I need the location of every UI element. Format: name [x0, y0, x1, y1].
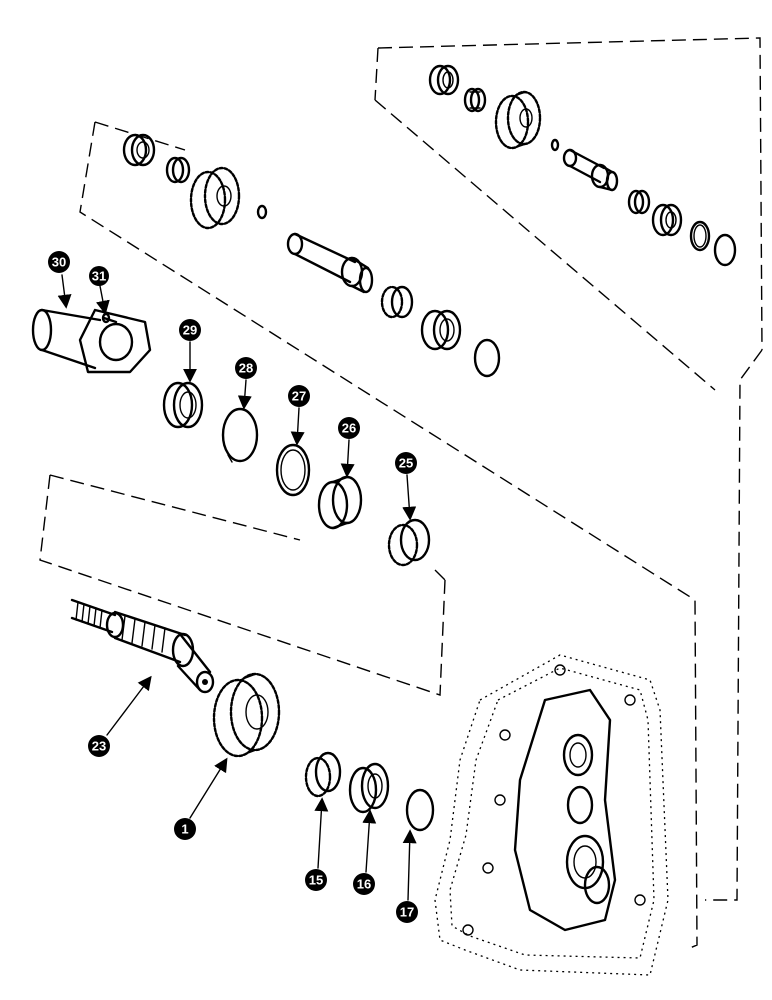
callout-28: 28 — [235, 357, 257, 379]
callout-25: 25 — [395, 452, 417, 474]
splined-shaft-icon — [70, 598, 215, 694]
shim-ring-icon — [689, 220, 711, 252]
woodruff-key-icon — [550, 138, 560, 152]
svg-text:15: 15 — [309, 873, 323, 888]
leader-17 — [402, 829, 417, 901]
leader-arrows — [57, 274, 417, 901]
drive-gear-icon — [212, 672, 281, 758]
callout-30: 30 — [48, 251, 70, 273]
leader-28 — [237, 379, 252, 410]
svg-text:26: 26 — [342, 421, 356, 436]
middle-gear-assembly — [122, 133, 501, 378]
guide-line-lower-left — [39, 474, 446, 696]
shim-ring-icon — [275, 443, 311, 497]
snap-ring-icon — [473, 338, 501, 378]
snap-ring-icon — [221, 407, 259, 463]
woodruff-key-icon — [256, 204, 268, 220]
svg-text:1: 1 — [181, 822, 188, 837]
roller-bearing-icon — [627, 189, 651, 215]
callouts: 30 31 29 28 27 26 25 23 — [48, 251, 418, 923]
transmission-housing — [434, 654, 669, 976]
bearing-cup-icon — [651, 203, 683, 237]
callout-17: 17 — [396, 901, 418, 923]
guide-line-upper-left — [79, 121, 698, 949]
snap-ring-icon — [405, 788, 435, 832]
lower-shaft-assembly — [70, 598, 435, 832]
svg-text:28: 28 — [239, 361, 253, 376]
roller-bearing-icon — [304, 751, 342, 798]
upper-right-gear-assembly — [428, 64, 737, 267]
roller-bearing-icon — [463, 87, 487, 113]
callout-16: 16 — [353, 873, 375, 895]
leader-26 — [340, 439, 355, 478]
svg-text:16: 16 — [357, 877, 371, 892]
roller-bearing-icon — [165, 156, 191, 184]
shaft-icon — [562, 148, 619, 192]
guide-line-upper-right — [374, 37, 763, 901]
svg-text:25: 25 — [399, 456, 413, 471]
leader-15 — [314, 797, 329, 869]
oil-seal-icon — [162, 381, 204, 429]
shaft-icon — [286, 232, 374, 294]
bearing-cup-icon — [317, 475, 363, 530]
leader-16 — [362, 809, 377, 873]
callout-15: 15 — [305, 869, 327, 891]
svg-text:23: 23 — [92, 739, 106, 754]
leader-25 — [402, 474, 417, 521]
leader-23 — [106, 675, 152, 736]
callout-23: 23 — [88, 735, 110, 757]
svg-text:17: 17 — [400, 905, 414, 920]
cover-tube-icon — [31, 308, 152, 374]
snap-ring-icon — [713, 233, 737, 267]
spur-gear-icon — [189, 166, 241, 230]
roller-bearing-icon — [387, 518, 431, 567]
bearing-cup-icon — [348, 762, 390, 814]
callout-26: 26 — [338, 417, 360, 439]
svg-text:31: 31 — [92, 269, 106, 284]
leader-30 — [57, 274, 72, 309]
callout-31: 31 — [89, 266, 109, 286]
bearing-cup-icon — [122, 133, 156, 167]
spur-gear-icon — [494, 90, 542, 150]
callout-27: 27 — [288, 385, 310, 407]
roller-bearing-icon — [380, 285, 414, 319]
svg-text:30: 30 — [52, 255, 66, 270]
leader-1 — [189, 757, 228, 819]
bearing-cup-icon — [420, 309, 462, 351]
bearing-cup-icon — [428, 64, 460, 96]
svg-text:27: 27 — [292, 389, 306, 404]
assembly-guide-lines — [39, 37, 763, 949]
callout-29: 29 — [179, 319, 201, 341]
callout-1: 1 — [174, 818, 196, 840]
svg-text:29: 29 — [183, 323, 197, 338]
leader-31 — [96, 285, 110, 315]
cover-and-seal-row — [31, 308, 431, 567]
leader-27 — [290, 407, 305, 446]
